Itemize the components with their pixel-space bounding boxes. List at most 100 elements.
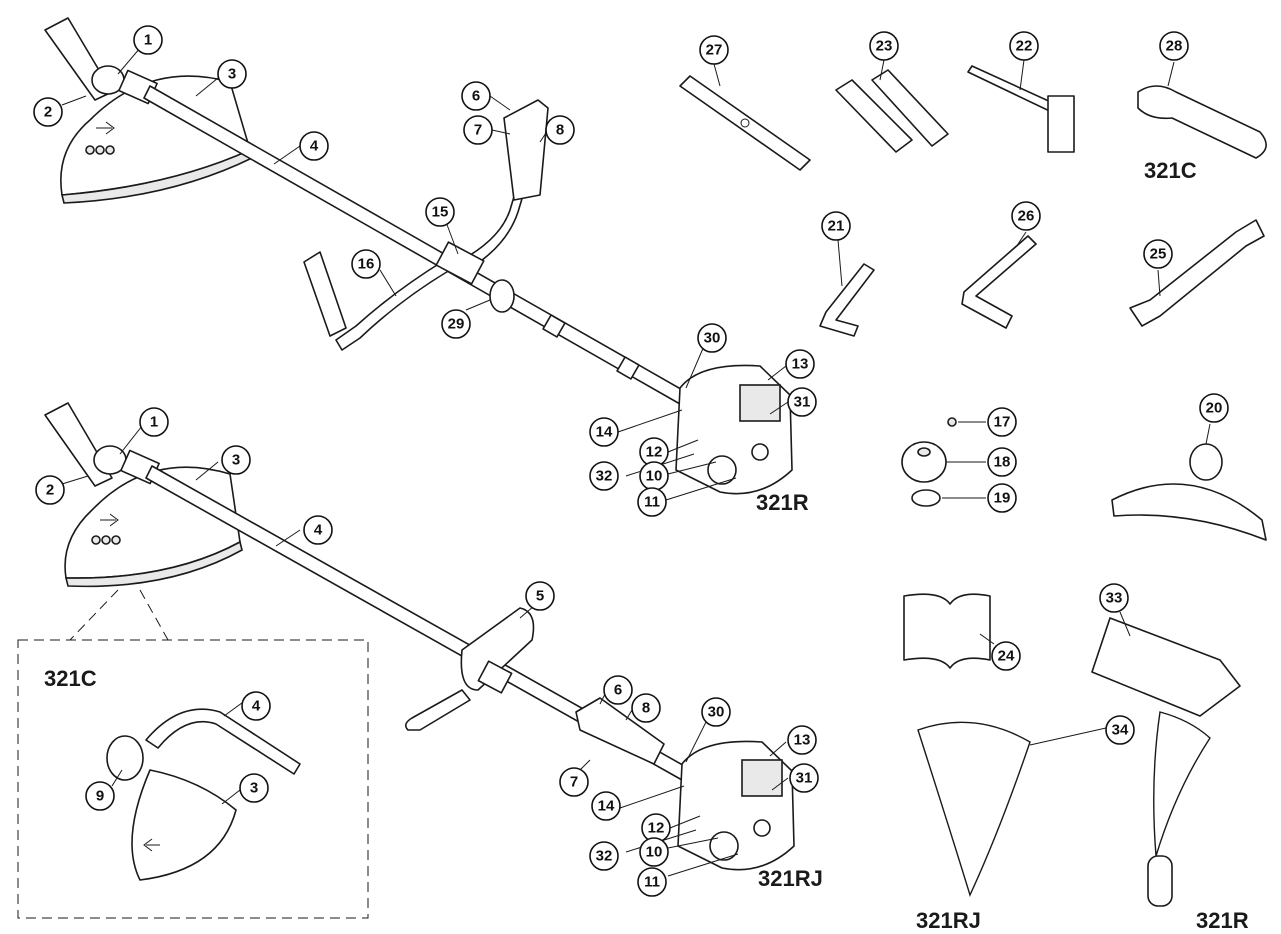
leader-29: [465, 299, 491, 311]
callout-number: 26: [1018, 208, 1035, 225]
callout-number: 25: [1150, 246, 1167, 263]
model-label-lower-unit: 321RJ: [758, 866, 823, 891]
callout-circle: [525, 581, 555, 611]
callout-circle: [221, 445, 251, 475]
callout-32: 32: [589, 461, 619, 491]
lower-engine-fins: [741, 759, 783, 797]
callout-7: 7: [559, 767, 589, 797]
callout-number: 15: [432, 204, 449, 221]
callout-number: 32: [596, 468, 613, 485]
callout-circle: [139, 407, 169, 437]
upper-guard-dot: [95, 145, 105, 155]
upper-shaft: [143, 85, 687, 405]
callout-number: 11: [644, 494, 660, 511]
callout-10: 10: [639, 461, 669, 491]
callout-circle: [461, 81, 491, 111]
inset-leader-left: [69, 589, 119, 641]
inset-guard: [131, 769, 237, 881]
model-label-harness-left: 321RJ: [916, 908, 981, 929]
accessory-rail-23b: [871, 69, 949, 147]
callout-circle: [701, 697, 731, 727]
callout-number: 3: [232, 452, 240, 469]
lower-engine-cap: [753, 819, 771, 837]
callout-circle: [441, 309, 471, 339]
inset-frame: [17, 639, 369, 919]
callout-circle: [589, 461, 619, 491]
callout-24: 24: [991, 641, 1021, 671]
upper-handle-grip: [503, 99, 549, 201]
upper-guard-dot: [105, 145, 115, 155]
leader-22: [1019, 59, 1025, 91]
leader-lower-10: [667, 837, 719, 849]
callout-circle: [545, 115, 575, 145]
callout-circle: [1011, 201, 1041, 231]
callout-number: 4: [310, 138, 319, 155]
leader-21: [837, 239, 843, 287]
callout-number: 10: [646, 844, 663, 861]
callout-number: 13: [794, 732, 811, 749]
callout-11: 11: [637, 487, 667, 517]
leader-lower-3: [195, 461, 219, 481]
accessory-blade-hole: [740, 118, 750, 128]
callout-number: 30: [708, 704, 725, 721]
callout-number: 4: [314, 522, 323, 539]
accessory-rail-23a: [835, 79, 913, 153]
callout-circle: [869, 31, 899, 61]
callout-4: 4: [299, 131, 329, 161]
accessory-blade-27: [679, 75, 811, 171]
harness-strap-left: [917, 721, 1031, 897]
leader-25: [1157, 269, 1161, 297]
callout-number: 3: [250, 780, 258, 797]
leader-2: [61, 95, 87, 106]
callout-4: 4: [303, 515, 333, 545]
callout-circle: [303, 515, 333, 545]
leader-31: [769, 401, 789, 415]
leader-6: [489, 95, 511, 111]
callout-number: 6: [472, 88, 480, 105]
callout-number: 21: [828, 218, 845, 235]
callout-13: 13: [785, 349, 815, 379]
upper-handlebar-left: [335, 259, 451, 351]
callout-circle: [785, 349, 815, 379]
callout-circle: [1105, 715, 1135, 745]
leader-lower-4: [275, 529, 301, 547]
callout-34: 34: [1105, 715, 1135, 745]
callout-circle: [133, 25, 163, 55]
callout-number: 27: [706, 42, 723, 59]
callout-19: 19: [987, 483, 1017, 513]
accessory-cup-18-hole: [917, 447, 931, 457]
callout-20: 20: [1199, 393, 1229, 423]
callout-circle: [35, 475, 65, 505]
callout-number: 12: [646, 444, 663, 461]
callout-4: 4: [241, 691, 271, 721]
callout-circle: [351, 249, 381, 279]
callout-number: 14: [598, 798, 615, 815]
callout-circle: [639, 837, 669, 867]
leader-lower-31: [771, 777, 789, 791]
upper-trimmer: [44, 17, 793, 495]
inset-guard-arrow: [143, 838, 160, 852]
accessory-manual-24: [903, 593, 991, 669]
leader-20: [1205, 423, 1211, 445]
accessory-washer-19: [911, 489, 941, 507]
leader-30: [685, 345, 705, 389]
accessory-wrench-28: [1137, 85, 1267, 159]
callout-circle: [559, 767, 589, 797]
inset-shaft: [145, 708, 301, 775]
callout-12: 12: [639, 437, 669, 467]
callout-circle: [603, 675, 633, 705]
callout-circle: [1009, 31, 1039, 61]
leader-lower-11: [667, 853, 739, 877]
callout-14: 14: [591, 791, 621, 821]
callout-circle: [787, 387, 817, 417]
leader-lower-2: [61, 475, 89, 485]
lower-guard-dot: [111, 535, 121, 545]
leader-lower-8: [625, 709, 633, 721]
callout-15: 15: [425, 197, 455, 227]
callout-circle: [589, 417, 619, 447]
leader-23: [879, 59, 885, 81]
callout-circle: [1143, 239, 1173, 269]
callout-12: 12: [641, 813, 671, 843]
callout-number: 28: [1166, 38, 1183, 55]
